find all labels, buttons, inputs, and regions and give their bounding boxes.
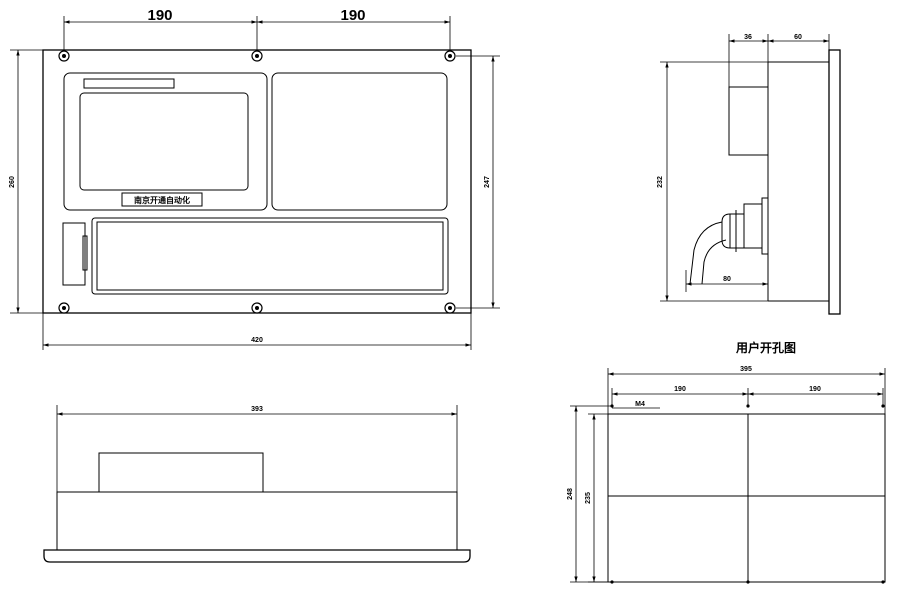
keypad-panel bbox=[91, 217, 449, 295]
dim-text: 60 bbox=[794, 34, 802, 41]
bottom-flange bbox=[43, 549, 471, 563]
mounting-hole bbox=[444, 302, 456, 314]
bottom-body bbox=[56, 491, 458, 551]
label-strip bbox=[83, 78, 175, 89]
side-rear-box bbox=[728, 86, 769, 156]
dim-text: 395 bbox=[740, 366, 752, 373]
mounting-hole bbox=[58, 50, 70, 62]
dim-text: 248 bbox=[567, 488, 574, 500]
mounting-hole bbox=[58, 302, 70, 314]
dim-text: 190 bbox=[674, 386, 686, 393]
dim-screw-label: M4 bbox=[612, 401, 660, 409]
dim-text: 232 bbox=[657, 176, 664, 188]
dim-text: 80 bbox=[723, 276, 731, 283]
dim-text: 36 bbox=[744, 34, 752, 41]
dim-side-top: 36 60 bbox=[728, 34, 830, 87]
cable-connector bbox=[689, 197, 769, 285]
dim-text: 190 bbox=[147, 7, 172, 24]
bottom-view: 393 bbox=[43, 405, 471, 563]
screw-hole-mark bbox=[746, 580, 750, 584]
side-module-latch bbox=[82, 235, 88, 271]
mounting-hole bbox=[251, 50, 263, 62]
dim-left: 260 bbox=[9, 49, 43, 314]
dim-cutout-height-inner: 235 bbox=[585, 413, 608, 583]
dim-text: M4 bbox=[635, 401, 645, 408]
dim-bottom: 420 bbox=[42, 313, 472, 350]
cutout-rectangle bbox=[607, 413, 886, 583]
dim-cutout-width: 395 bbox=[607, 366, 886, 414]
mounting-hole bbox=[251, 302, 263, 314]
dim-bottom-width: 393 bbox=[56, 405, 458, 492]
dim-text: 420 bbox=[251, 337, 263, 344]
dim-text: 235 bbox=[585, 492, 592, 504]
front-panel-outline bbox=[42, 49, 472, 314]
cutout-view: 用户开孔图 395 190 190 bbox=[567, 340, 886, 584]
dim-side-cable: 80 bbox=[685, 270, 768, 292]
keypad-inner bbox=[96, 221, 444, 291]
brand-label-box bbox=[121, 192, 203, 207]
mounting-hole bbox=[444, 50, 456, 62]
dim-text: 190 bbox=[809, 386, 821, 393]
side-flange bbox=[828, 49, 841, 315]
side-module bbox=[62, 222, 86, 286]
display-window bbox=[63, 72, 268, 211]
dim-right: 247 bbox=[456, 55, 500, 309]
dim-side-height: 232 bbox=[657, 61, 768, 302]
front-view: 南京开通自动化 190 190 260 bbox=[9, 7, 500, 350]
dim-top: 190 190 bbox=[63, 7, 451, 50]
bottom-rear-box bbox=[98, 452, 264, 493]
dim-text: 247 bbox=[484, 176, 491, 188]
screw-hole-mark bbox=[881, 580, 885, 584]
dim-text: 393 bbox=[251, 406, 263, 413]
right-panel bbox=[271, 72, 448, 211]
dim-text: 190 bbox=[340, 7, 365, 24]
dim-text: 260 bbox=[9, 176, 16, 188]
dim-cutout-spacing: 190 190 bbox=[611, 386, 884, 406]
brand-label: 南京开通自动化 bbox=[134, 195, 190, 205]
lcd-screen bbox=[79, 92, 249, 191]
side-view: 36 60 232 80 bbox=[657, 34, 841, 315]
cutout-title: 用户开孔图 bbox=[735, 340, 796, 355]
